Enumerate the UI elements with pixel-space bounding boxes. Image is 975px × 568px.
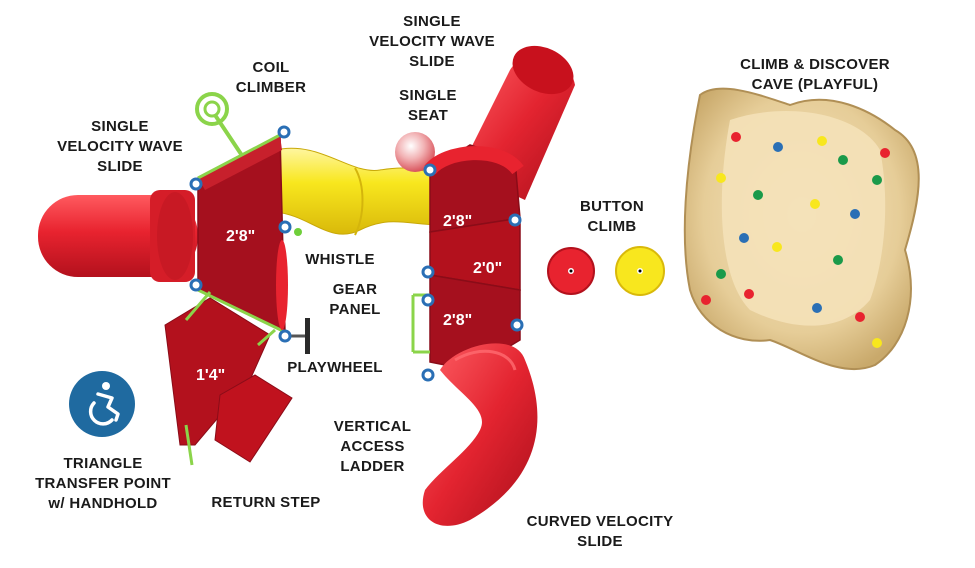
whistle bbox=[294, 228, 302, 236]
label-single-seat: SINGLE SEAT bbox=[399, 87, 457, 124]
label-curved-velocity-slide: CURVED VELOCITY SLIDE bbox=[526, 513, 674, 550]
deck-height-right-top: 2'8" bbox=[443, 213, 473, 230]
button-climb bbox=[547, 246, 665, 296]
coil-climber bbox=[195, 92, 247, 162]
left-wave-slide bbox=[38, 190, 198, 282]
label-single-velocity-wave-slide-left: SINGLE VELOCITY WAVE SLIDE bbox=[57, 118, 183, 175]
label-triangle-transfer-point: TRIANGLE TRANSFER POINT w/ HANDHOLD bbox=[35, 455, 171, 512]
label-whistle: WHISTLE bbox=[305, 251, 375, 268]
label-single-velocity-wave-slide-top: SINGLE VELOCITY WAVE SLIDE bbox=[369, 13, 495, 70]
climb-discover-cave bbox=[683, 87, 920, 371]
label-climb-discover-cave: CLIMB & DISCOVER CAVE (PLAYFUL) bbox=[740, 56, 890, 93]
deck-height-right-bottom: 2'8" bbox=[443, 312, 473, 329]
curved-velocity-slide bbox=[422, 343, 538, 526]
deck-height-right-middle: 2'0" bbox=[473, 260, 503, 277]
label-return-step: RETURN STEP bbox=[211, 494, 321, 511]
left-deck bbox=[197, 133, 288, 334]
deck-height-transfer: 1'4" bbox=[196, 367, 226, 384]
label-button-climb: BUTTON CLIMB bbox=[579, 198, 645, 235]
label-vertical-access-ladder: VERTICAL ACCESS LADDER bbox=[333, 418, 412, 475]
wheelchair-accessible-icon bbox=[69, 371, 135, 437]
single-seat bbox=[395, 132, 435, 172]
deck-height-left: 2'8" bbox=[226, 228, 256, 245]
right-deck-tower bbox=[411, 144, 524, 371]
mount-points bbox=[189, 125, 524, 382]
label-coil-climber: COIL CLIMBER bbox=[235, 59, 307, 96]
label-playwheel: PLAYWHEEL bbox=[287, 359, 383, 376]
label-gear-panel: GEAR PANEL bbox=[329, 281, 381, 318]
transfer-step bbox=[164, 291, 293, 466]
